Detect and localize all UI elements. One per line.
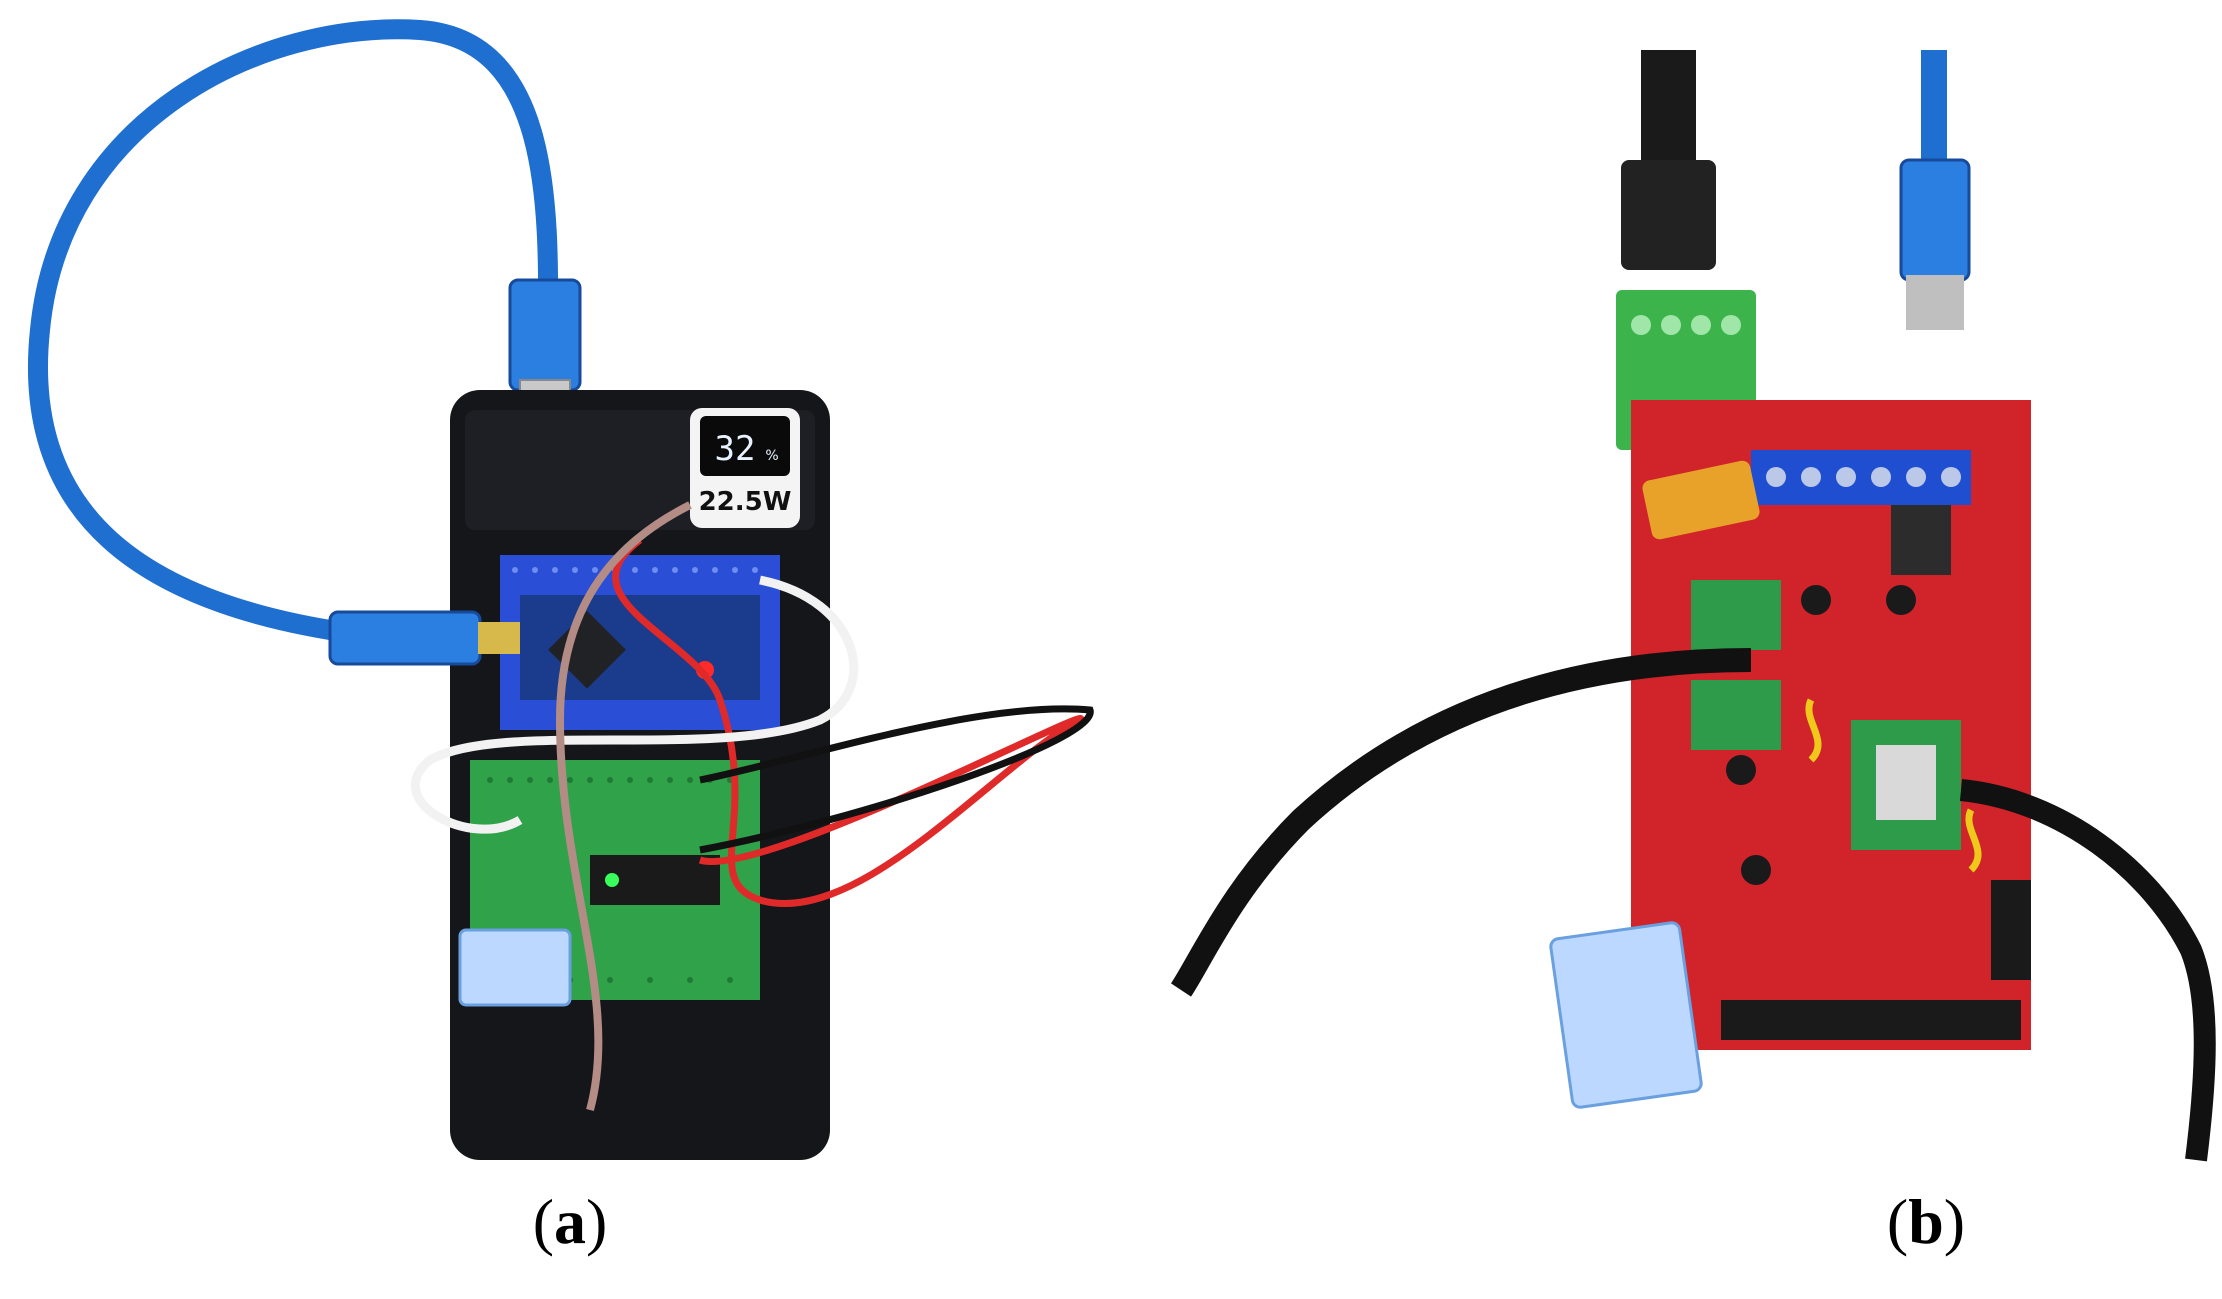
caption-a: (a) (470, 1190, 670, 1254)
caption-b-close: ) (1943, 1186, 1966, 1257)
battery-percent-unit: % (765, 448, 778, 464)
caption-b-letter: b (1908, 1186, 1944, 1257)
usb-plug-top (508, 278, 582, 392)
yellow-jumper-1 (1805, 698, 1822, 763)
stepper-driver-2 (1691, 680, 1781, 750)
wire-black (699, 705, 1094, 854)
pin-header-right (1991, 880, 2031, 980)
bluetooth-module (458, 928, 572, 1007)
blue-terminal-block (1751, 450, 1971, 505)
mosfet (1891, 505, 1951, 575)
photo-ramps-board (1170, 50, 2216, 1162)
capacitor-4 (1741, 855, 1771, 885)
power-bank-wattage-label: 22.5W (699, 487, 792, 517)
yellow-fuse (1642, 460, 1760, 540)
mini-usb-plug (328, 610, 482, 666)
caption-b: (b) (1826, 1190, 2026, 1254)
caption-a-open: ( (532, 1186, 554, 1257)
capacitor-1 (1801, 585, 1831, 615)
wire-brown (555, 501, 692, 1112)
dc-barrel-cable (1641, 50, 1696, 170)
yellow-jumper-2 (1965, 808, 1982, 873)
ribbon-cable-left (1170, 648, 1752, 997)
usb-cable (28, 19, 559, 650)
battery-percent-value: 32 (715, 429, 756, 469)
panel-b: (b) (1111, 0, 2222, 1299)
capacitor-2 (1886, 585, 1916, 615)
photo-power-bank-circuit: 32 % 22.5W (28, 19, 1094, 1160)
sensor-led-green (605, 873, 619, 887)
usb-cable-b (1921, 50, 1947, 170)
caption-a-letter: a (554, 1186, 586, 1257)
caption-b-open: ( (1886, 1186, 1909, 1257)
stepper-driver-1 (1691, 580, 1781, 650)
panel-a: 32 % 22.5W (28, 19, 1094, 1254)
caption-a-close: ) (586, 1186, 608, 1257)
ribbon-cable-right (1959, 779, 2216, 1162)
wire-red (612, 537, 1085, 907)
heatsink (1876, 745, 1936, 820)
capacitor-3 (1726, 755, 1756, 785)
pin-header-bottom (1721, 1000, 2021, 1040)
wire-white (410, 575, 859, 834)
bluetooth-module-b (1549, 921, 1703, 1109)
